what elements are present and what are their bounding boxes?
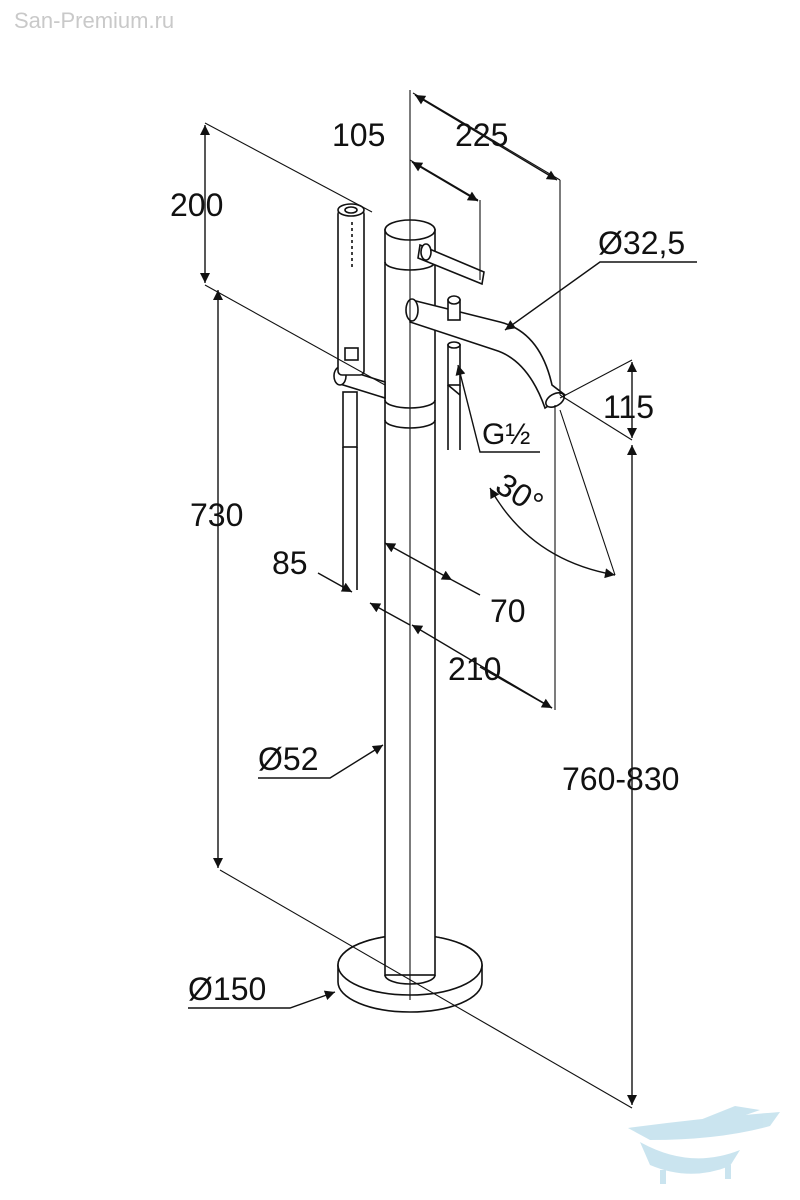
dim-760-830: 760-830	[562, 761, 679, 797]
dim-angle: 30°	[490, 466, 550, 522]
dim-line-225	[414, 94, 558, 181]
dim-85: 85	[272, 545, 308, 581]
leader-52	[258, 744, 384, 779]
dim-70: 70	[490, 593, 526, 629]
lever-handle	[417, 243, 485, 286]
dim-32-5: Ø32,5	[598, 225, 685, 261]
dim-210: 210	[448, 651, 501, 687]
dim-line-105	[411, 161, 479, 202]
dim-52: Ø52	[258, 741, 318, 777]
leader-g-half	[455, 364, 540, 453]
angle-arc-30	[489, 487, 616, 579]
leader-150	[188, 990, 336, 1009]
dim-105: 105	[332, 117, 385, 153]
dim-line-70	[384, 542, 453, 581]
dim-thread: G½	[482, 418, 530, 451]
bathtub-logo-icon	[628, 1106, 780, 1184]
dim-200: 200	[170, 187, 223, 223]
left-supply-pipe	[342, 391, 358, 448]
dim-150: Ø150	[188, 971, 266, 1007]
dim-730: 730	[190, 497, 243, 533]
dim-225: 225	[455, 117, 508, 153]
dim-115: 115	[603, 389, 654, 425]
dim-line-85	[317, 572, 353, 593]
watermark-text: San-Premium.ru	[14, 8, 175, 33]
leader-32-5	[504, 261, 697, 331]
